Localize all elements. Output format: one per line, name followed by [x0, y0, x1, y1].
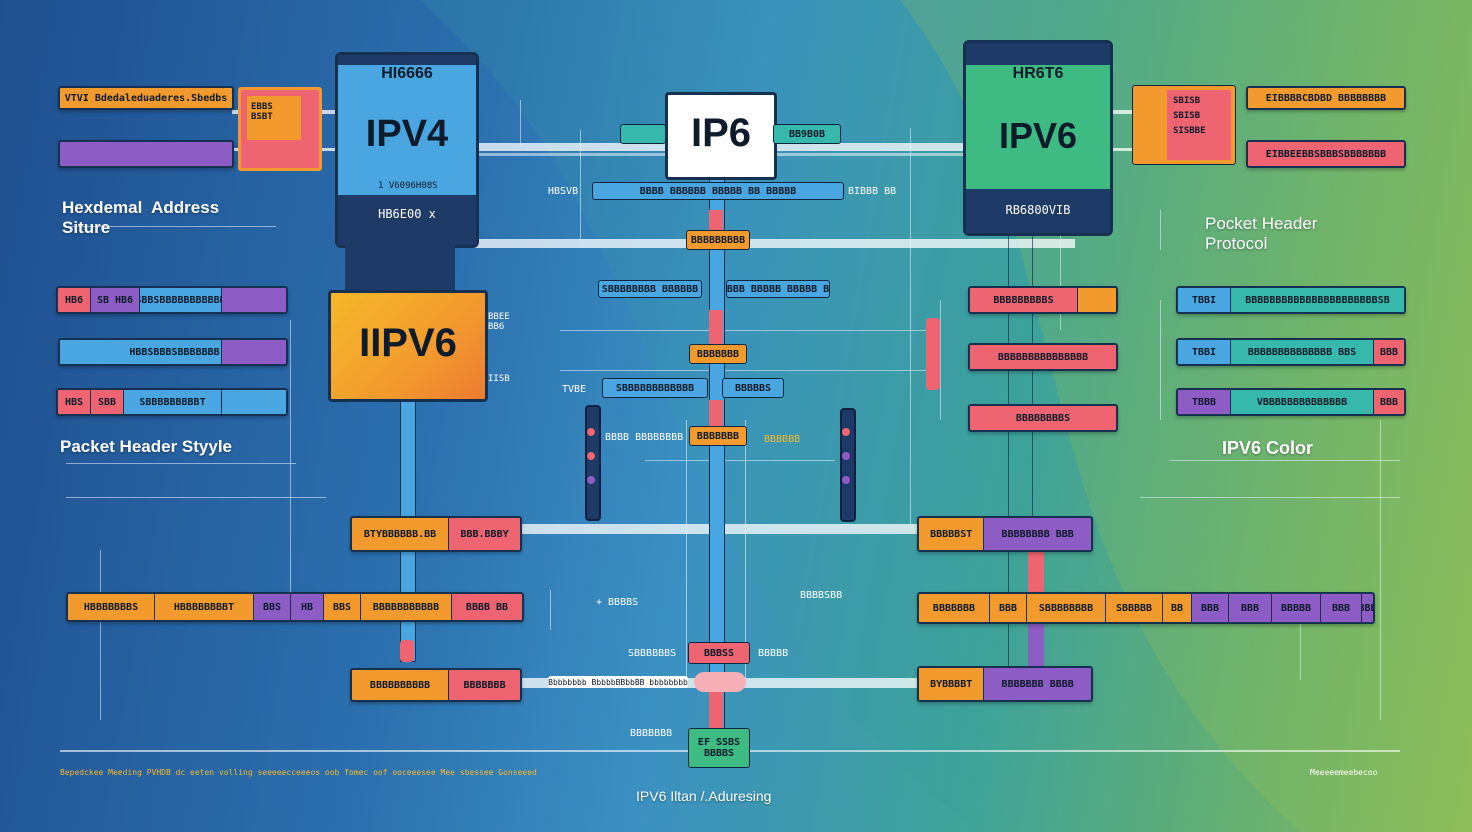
- bottom-row1-right[interactable]: BBBBBST BBBBBBBB BBB: [917, 516, 1093, 552]
- bottom-row2-left[interactable]: HBBBBBBBS HBBBBBBBBT BBS HB BBS BBBBBBBB…: [66, 592, 524, 622]
- bottom-row3-right[interactable]: BYBBBBT BBBBBBB BBBB: [917, 666, 1093, 702]
- label-packet-header-style: Packet Header Styyle: [60, 437, 232, 456]
- left-bar-2[interactable]: HBBSBBBSBBBBBBB: [58, 338, 288, 366]
- ipv4-title: IPV4: [365, 113, 449, 155]
- top-right-bar-2[interactable]: EIBBEEBBSBBBSBBBBBBB: [1246, 140, 1406, 168]
- footer-left-text: Bepedckee Meeding PVHDB dc eeten volling…: [60, 768, 537, 777]
- bottom-row2-right[interactable]: BBBBBBB BBB SBBBBBBBB SBBBBB BB BBB BBB …: [917, 592, 1375, 624]
- center-chip-3[interactable]: BBBBBBB: [689, 426, 747, 446]
- left-vertical-pill: [585, 405, 601, 521]
- top-left-bar-2[interactable]: [58, 140, 234, 168]
- bottom-row3-left[interactable]: BBBBBBBBBB BBBBBBB: [350, 668, 522, 702]
- center-chip-5[interactable]: EF SSBS BBBBS: [688, 728, 750, 768]
- ipv6-right-title: IPV6: [998, 115, 1078, 156]
- left-bar-3[interactable]: HBS SBB SBBBBBBBBBT: [56, 388, 288, 416]
- center-right-bar-3[interactable]: BBBBBBBBS: [968, 404, 1118, 432]
- ipv4-footer-code: HB6E00 x: [378, 207, 436, 221]
- ipv4-top-code: HI6666: [338, 65, 476, 83]
- ipv6-right-top-code: HR6T6: [1012, 65, 1064, 82]
- label-hex-address: Hexdemal Address Siture: [62, 198, 220, 237]
- ipv6-side-box[interactable]: SBISB SBISB SISBBE: [1132, 85, 1236, 165]
- right-bar-1[interactable]: TBBI BBBBBBBBBBBBBBBBBBBBBBSB: [1176, 286, 1406, 314]
- ipv6-right-footer-code: RB6800VIB: [1005, 203, 1071, 217]
- center-right-bar-1[interactable]: BBBBBBBBBS: [968, 286, 1118, 314]
- ipv6-mid-node[interactable]: IIPV6: [328, 290, 488, 402]
- top-left-bar-1[interactable]: VTVI Bdedaleduaderes.Sbedbs: [58, 86, 234, 110]
- ipv6-right-node[interactable]: HR6T6 IPV6 RB6800VIB: [963, 40, 1113, 236]
- ipv6-mid-title: IIPV6: [359, 321, 457, 365]
- right-bar-2[interactable]: TBBI BBBBBBBBBBBBBB BBS BBB: [1176, 338, 1406, 366]
- center-chip-1[interactable]: BBBBBBBBB: [686, 230, 750, 250]
- right-vertical-pill: [840, 408, 856, 522]
- footer-right-text: Meeeeemeebecoo: [1310, 768, 1378, 777]
- ip6-node[interactable]: IP6: [665, 92, 777, 180]
- top-right-bar-1[interactable]: EIBBBBCBDBD BBBBBBBB: [1246, 86, 1406, 110]
- footer-caption: IPV6 Iltan /.Aduresing: [636, 788, 772, 804]
- center-right-bar-2[interactable]: BBBBBBBBBBBBBBB: [968, 343, 1118, 371]
- bottom-row1-left[interactable]: BTYBBBBBB.BB BBB.BBBY: [350, 516, 522, 552]
- left-bar-1[interactable]: HB6 SB HB6 SBBSBBBBBBBBBBB: [56, 286, 288, 314]
- ipv4-node[interactable]: HI6666 IPV4 1 V6096H08S HB6E00 x: [335, 52, 479, 248]
- ipv4-side-box[interactable]: EBBS BSBT: [238, 87, 322, 171]
- center-chip-2[interactable]: BBBBBBB: [689, 344, 747, 364]
- label-ipv6-color: IPV6 Color: [1222, 438, 1314, 458]
- ip6-right-chip: BB9B0B: [773, 124, 841, 144]
- center-chip-4[interactable]: BBBSS: [688, 642, 750, 664]
- right-bar-3[interactable]: TBBB VBBBBBBBBBBBBBB BBB: [1176, 388, 1406, 416]
- ipv4-sub-code: 1 V6096H08S: [378, 181, 438, 191]
- ip6-title: IP6: [690, 111, 752, 155]
- ip6-left-chip: [620, 124, 666, 144]
- label-packet-header-protocol: Pocket Header Protocol: [1205, 214, 1318, 253]
